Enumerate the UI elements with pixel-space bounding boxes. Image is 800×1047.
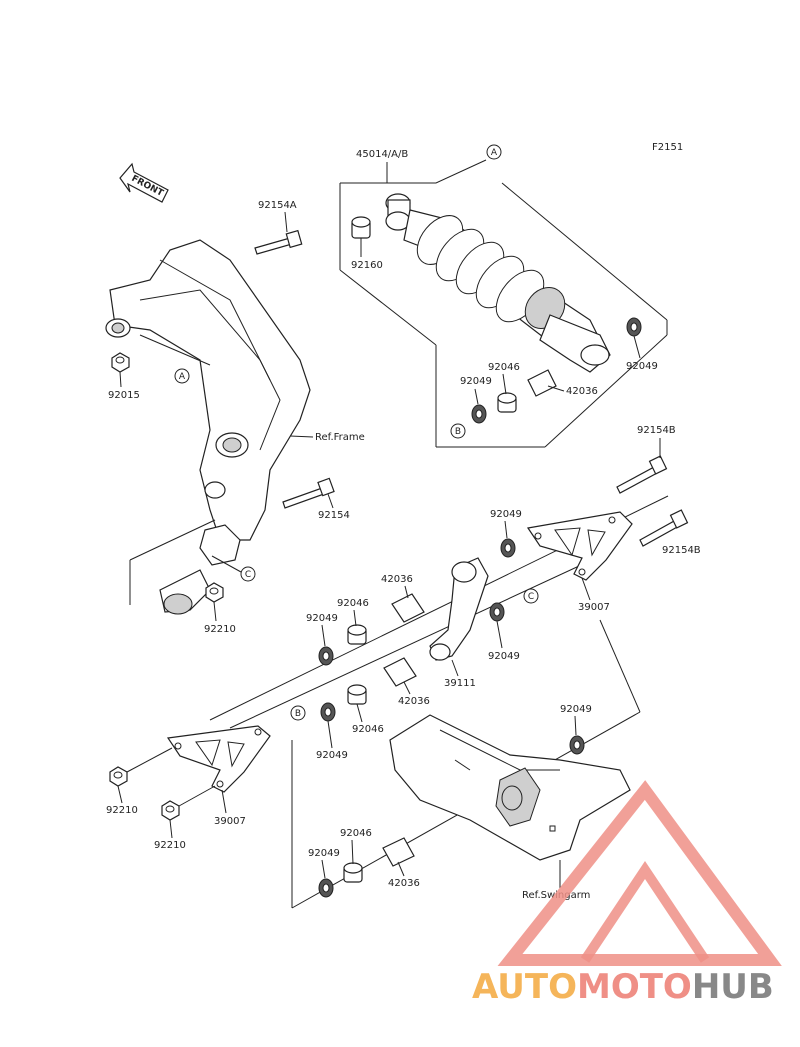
spacer-upper-label: 42036 xyxy=(381,574,413,585)
bolt-top-label: 92154A xyxy=(258,200,297,211)
diagram-code: F2151 xyxy=(652,142,683,153)
frame-bracket xyxy=(105,239,311,566)
svg-text:A: A xyxy=(179,372,186,382)
bearing-lower xyxy=(347,684,367,705)
bearing-shock xyxy=(497,392,517,413)
ref-b-shock: B xyxy=(450,423,466,439)
rocker-label: 39111 xyxy=(444,678,476,689)
nut-top-label: 92015 xyxy=(108,390,140,401)
seal-rocker-right xyxy=(489,602,505,622)
bolt-top-92154a xyxy=(254,229,303,255)
nut-left-label: 92210 xyxy=(106,805,138,816)
bearing-mid-label: 92046 xyxy=(337,598,369,609)
seal-bottom-label: 92049 xyxy=(308,848,340,859)
ref-b-lower: B xyxy=(290,705,306,721)
seal-shock-label: 92049 xyxy=(460,376,492,387)
rod-right-label: 39007 xyxy=(578,602,610,613)
shock-box-outline xyxy=(339,159,668,448)
svg-text:B: B xyxy=(455,427,461,437)
svg-text:B: B xyxy=(295,709,301,719)
seal-upper-right-label: 92049 xyxy=(490,509,522,520)
rod-left-label: 39007 xyxy=(214,816,246,827)
seal-upper-right xyxy=(500,538,516,558)
bolt-long-92154b-low xyxy=(639,509,689,547)
bush-top-92160 xyxy=(351,216,371,239)
bearing-mid xyxy=(347,624,367,645)
shock-label: 45014/A/B xyxy=(356,149,408,160)
shock-absorber xyxy=(385,193,611,373)
bolt-long-92154b-top xyxy=(616,455,668,494)
front-arrow-icon: FRONT xyxy=(119,162,169,203)
spacer-shock-label: 42036 xyxy=(566,386,598,397)
bolt-long-label-1: 92154B xyxy=(637,425,676,436)
frame-lower xyxy=(129,519,216,615)
seal-bottom xyxy=(318,878,334,898)
seal-mid-left xyxy=(318,646,334,666)
nut-lower-label: 92210 xyxy=(154,840,186,851)
rod-left-39007 xyxy=(166,725,271,793)
seal-lower-left xyxy=(320,702,336,722)
rod-right-39007 xyxy=(526,511,633,581)
bolt-mid-label: 92154 xyxy=(318,510,350,521)
seal-label-1: 92049 xyxy=(626,361,658,372)
watermark-auto: AUTOMOTOHUB xyxy=(472,967,774,1007)
rocker-39111 xyxy=(429,557,489,661)
bearing-bottom-label: 92046 xyxy=(340,828,372,839)
bearing-bottom xyxy=(343,862,363,883)
svg-text:C: C xyxy=(528,592,534,602)
bearing-shock-label: 92046 xyxy=(488,362,520,373)
swingarm xyxy=(389,714,631,861)
spacer-lower xyxy=(383,657,417,687)
svg-text:C: C xyxy=(245,570,251,580)
bush-top-label: 92160 xyxy=(351,260,383,271)
automotohub-logo: AUTOMOTOHUB xyxy=(472,780,782,1007)
svg-text:A: A xyxy=(491,148,498,158)
seal-lower-left-label: 92049 xyxy=(316,750,348,761)
seal-swingarm xyxy=(569,735,585,755)
spacer-bottom-label: 42036 xyxy=(388,878,420,889)
ref-frame-label: Ref.Frame xyxy=(315,432,365,443)
ref-a-top: A xyxy=(486,144,502,160)
bearing-lower-label: 92046 xyxy=(352,724,384,735)
ref-a-frame: A xyxy=(174,368,190,384)
spacer-shock xyxy=(527,369,557,397)
seal-swingarm-label: 92049 xyxy=(560,704,592,715)
ref-c-frame: C xyxy=(240,566,256,582)
nut-top-92015 xyxy=(111,352,130,373)
spacer-upper xyxy=(391,593,425,623)
bolt-mid-92154 xyxy=(282,477,335,509)
nut-92210-lower xyxy=(161,800,180,821)
seal-rocker-right-label: 92049 xyxy=(488,651,520,662)
nut-92210-mid xyxy=(205,582,224,603)
seal-right-shock xyxy=(626,317,642,337)
bolt-long-label-2: 92154B xyxy=(662,545,701,556)
spacer-bottom xyxy=(382,837,415,867)
seal-mid-left-label: 92049 xyxy=(306,613,338,624)
ref-c-right: C xyxy=(523,588,539,604)
seal-shock xyxy=(471,404,487,424)
nut-mid-label: 92210 xyxy=(204,624,236,635)
nut-92210-left xyxy=(109,766,128,787)
spacer-lower-label: 42036 xyxy=(398,696,430,707)
